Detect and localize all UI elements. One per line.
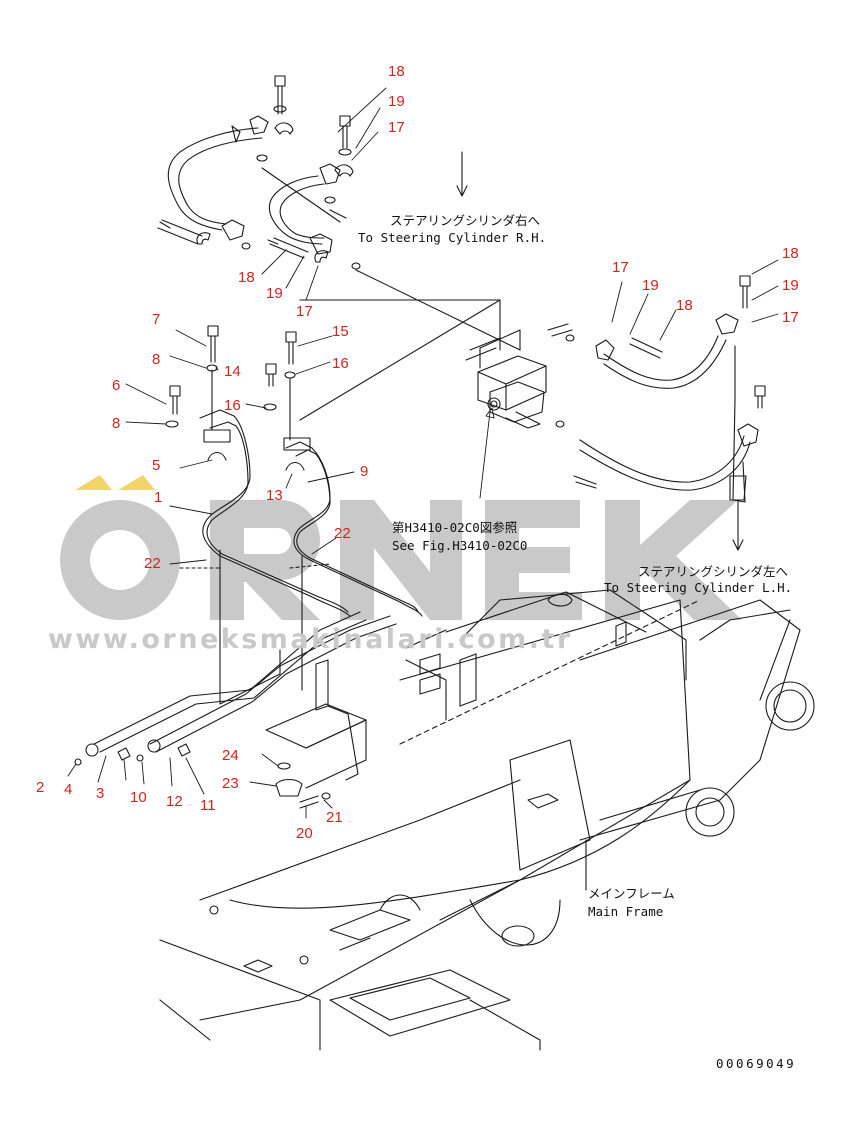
callout-label: 5 — [152, 457, 160, 474]
callout-label: 18 — [388, 63, 405, 80]
callout-label: 17 — [296, 303, 313, 320]
callout-label: 6 — [112, 377, 120, 394]
mounting-bracket — [265, 659, 367, 809]
callout-label: 22 — [144, 555, 161, 572]
callout-label: 8 — [152, 351, 160, 368]
callout-label: 13 — [266, 487, 283, 504]
drawing-number: 00069049 — [716, 1056, 796, 1071]
callout-label: 9 — [360, 463, 368, 480]
callout-label: 14 — [224, 363, 241, 380]
watermark-url: www.orneksmakinalari.com.tr — [48, 624, 573, 655]
callout-label: 12 — [166, 793, 183, 810]
callout-label: 18 — [238, 269, 255, 286]
upper-hose-assembly — [157, 75, 521, 351]
callout-label: 2 — [36, 779, 44, 796]
callout-label: 18 — [676, 297, 693, 314]
callout-label: 24 — [222, 747, 239, 764]
callout-label: 1 — [154, 489, 162, 506]
note-lh-jp: ステアリングシリンダ左へ — [638, 564, 788, 579]
callout-label: 8 — [112, 415, 120, 432]
callout-label: 16 — [224, 397, 241, 414]
callout-label: 17 — [612, 259, 629, 276]
callout-label: 19 — [266, 285, 283, 302]
watermark-logo — [60, 475, 742, 620]
annotations: ステアリングシリンダ右へ To Steering Cylinder R.H. 第… — [358, 213, 796, 1071]
callout-label: 17 — [782, 309, 799, 326]
valve-block — [465, 329, 547, 429]
note-rh-jp: ステアリングシリンダ右へ — [390, 213, 540, 228]
callout-label: 21 — [326, 809, 343, 826]
right-hose-assembly — [547, 275, 766, 551]
callout-label: 7 — [152, 311, 160, 328]
note-lh-en: To Steering Cylinder L.H. — [604, 580, 792, 595]
callout-labels: 18 19 17 18 19 17 17 19 18 18 19 17 7 15… — [36, 63, 799, 842]
note-frame-en: Main Frame — [588, 904, 663, 919]
note-fig-en: See Fig.H3410-02C0 — [392, 538, 527, 553]
callout-leaders — [67, 87, 779, 819]
main-frame — [159, 589, 815, 1051]
callout-label: 4 — [64, 781, 72, 798]
callout-label: 18 — [782, 245, 799, 262]
note-rh-en: To Steering Cylinder R.H. — [358, 230, 546, 245]
note-frame-jp: メインフレーム — [588, 886, 675, 901]
callout-label: 11 — [200, 797, 216, 814]
callout-label: 15 — [332, 323, 349, 340]
callout-label: 10 — [130, 789, 147, 806]
callout-label: 19 — [642, 277, 659, 294]
callout-label: 19 — [782, 277, 799, 294]
callout-label: 17 — [388, 119, 405, 136]
note-fig-jp: 第H3410-02C0図参照 — [392, 520, 517, 535]
callout-label: 3 — [96, 785, 104, 802]
callout-label: 20 — [296, 825, 313, 842]
callout-label: 16 — [332, 355, 349, 372]
callout-label: 19 — [388, 93, 405, 110]
callout-label: 22 — [334, 525, 351, 542]
callout-label: 23 — [222, 775, 239, 792]
watermark — [60, 475, 742, 620]
